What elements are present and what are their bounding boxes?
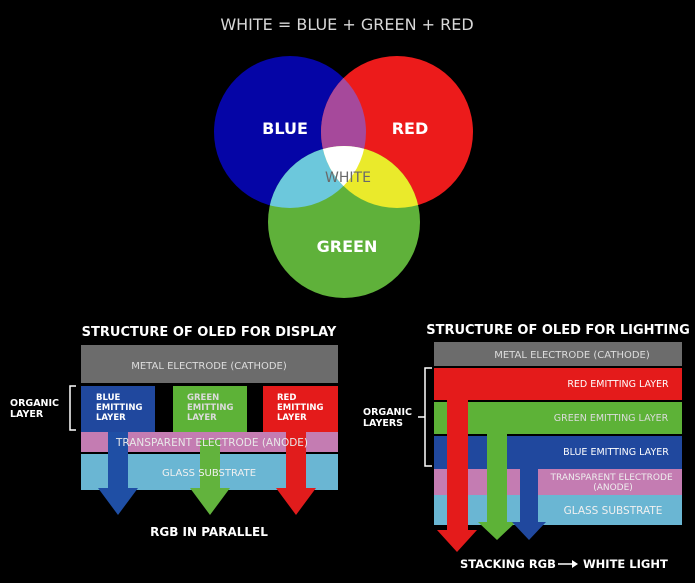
venn-diagram: BLUE RED WHITE GREEN [214, 56, 473, 298]
display-red-layer-line3: LAYER [277, 413, 307, 423]
display-anode-label: TRANSPARENT ELECTRODE (ANODE) [115, 437, 308, 449]
display-caption: RGB IN PARALLEL [150, 525, 268, 539]
cyan-overlap [268, 146, 366, 208]
display-substrate-label: GLASS SUBSTRATE [162, 468, 256, 479]
page-title: WHITE = BLUE + GREEN + RED [220, 15, 473, 34]
svg-text:GREEN EMITTING LAY: GREEN EMITTING LAYER [187, 393, 236, 423]
lighting-red-label: RED EMITTING LAYER [567, 379, 669, 390]
display-blue-arrow [98, 432, 138, 515]
lighting-caption-right: WHITE LIGHT [583, 557, 668, 571]
display-blue-layer-line2: EMITTING [96, 403, 142, 413]
lighting-substrate-label: GLASS SUBSTRATE [564, 505, 663, 517]
lighting-anode-label-1: TRANSPARENT ELECTRODE [549, 473, 672, 483]
display-cathode-label: METAL ELECTRODE (CATHODE) [131, 361, 287, 372]
display-organic-label-2: LAYER [10, 409, 44, 420]
display-red-layer-line1: RED [277, 393, 296, 403]
display-heading: STRUCTURE OF OLED FOR DISPLAY [82, 325, 337, 340]
display-green-layer-line3: LAYER [187, 413, 217, 423]
lighting-green-label: GREEN EMITTING LAYER [554, 413, 669, 424]
lighting-anode-layer [434, 469, 682, 495]
blue-label: BLUE [262, 119, 308, 138]
display-blue-layer-line3: LAYER [96, 413, 126, 423]
display-green-arrow [190, 440, 230, 515]
lighting-anode-label-2: (ANODE) [593, 483, 633, 493]
yellow-overlap [321, 146, 420, 208]
display-organic-label-1: ORGANIC [10, 398, 59, 409]
white-label: WHITE [325, 170, 371, 186]
svg-text:RED EMITTING LAYER: RED EMITTING LAYER [277, 393, 326, 423]
lighting-red-layer [434, 368, 682, 400]
lighting-organic-bracket [424, 367, 432, 467]
lighting-green-layer [434, 402, 682, 434]
display-red-arrow [276, 432, 316, 515]
lighting-blue-arrow [512, 436, 546, 540]
lighting-green-arrow [478, 402, 516, 540]
lighting-cathode-label: METAL ELECTRODE (CATHODE) [494, 350, 650, 361]
svg-text:ORGANIC LAYERS: ORGANIC LAYERS [363, 407, 415, 429]
display-structure: STRUCTURE OF OLED FOR DISPLAY METAL ELEC… [10, 325, 338, 539]
lighting-organic-label-2: LAYERS [363, 418, 403, 429]
right-arrow-icon [558, 560, 578, 568]
display-green-layer [173, 386, 247, 432]
lighting-blue-label: BLUE EMITTING LAYER [563, 447, 669, 458]
green-label: GREEN [317, 237, 378, 256]
display-cathode-layer [81, 345, 338, 383]
display-blue-layer [81, 386, 155, 432]
display-green-layer-line1: GREEN [187, 393, 219, 403]
display-red-layer-line2: EMITTING [277, 403, 323, 413]
lighting-organic-label-1: ORGANIC [363, 407, 412, 418]
display-organic-bracket [69, 385, 76, 431]
lighting-cathode-layer [434, 342, 682, 366]
svg-text:ORGANIC LAYER: ORGANIC LAYER [10, 398, 62, 420]
display-red-layer [263, 386, 338, 432]
lighting-red-arrow [437, 368, 477, 552]
svg-text:BLUE EMITTING LAYE: BLUE EMITTING LAYER [96, 393, 145, 423]
lighting-caption-left: STACKING RGB [460, 557, 556, 571]
red-label: RED [392, 119, 429, 138]
lighting-substrate-layer [434, 495, 682, 525]
lighting-heading: STRUCTURE OF OLED FOR LIGHTING [426, 323, 690, 338]
display-green-layer-line2: EMITTING [187, 403, 233, 413]
lighting-blue-layer [434, 436, 682, 469]
lighting-structure: STRUCTURE OF OLED FOR LIGHTING METAL ELE… [363, 323, 690, 571]
svg-text:TRANSPARENT ELECTRODE (A: TRANSPARENT ELECTRODE (ANODE) [549, 473, 675, 493]
display-blue-layer-line1: BLUE [96, 393, 120, 403]
